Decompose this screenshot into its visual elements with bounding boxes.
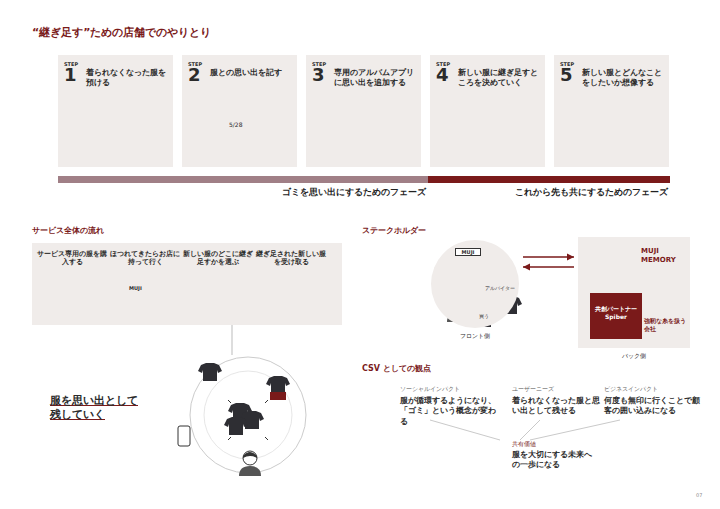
node-box: MUJI MEMORY強靭な糸を扱う会社バック側共創パートナー Spiber <box>578 237 690 348</box>
node-text: フロント側 <box>431 332 519 340</box>
node-box: STEP5新しい服とどんなことをしたいか想像する <box>554 55 669 167</box>
label: ソーシャルインパクト <box>400 386 460 393</box>
node-text: 共創パートナー Spiber <box>593 305 639 320</box>
node-text: 着られなくなった服を預ける <box>86 68 168 88</box>
node-box: サービス専用の服を購入する <box>36 250 108 274</box>
node-text: これから先も共にするためのフェーズ <box>515 187 668 198</box>
label: ユーザーニーズ <box>512 386 554 393</box>
label: 何度も無印に行くことで顧客の囲い込みになる <box>604 396 700 417</box>
label: 5/28 <box>229 121 242 129</box>
node-text: 服との思い出を記す <box>210 68 292 78</box>
node-text: 4 <box>436 66 449 84</box>
node-text: 新しい服とどんなことをしたいか想像する <box>582 68 664 88</box>
node-text: アルバイター <box>485 286 515 292</box>
node-box: 継ぎ足された新しい服を受け取る <box>255 250 327 274</box>
node-text: ほつれてきたらお店に持って行く <box>109 250 181 266</box>
node-text: 買う <box>479 314 489 320</box>
node-text: 3 <box>312 66 325 84</box>
label: 服を思い出として残していく <box>50 394 144 423</box>
node-text: 2 <box>188 66 201 84</box>
title: “継ぎ足す”ための店舗でのやりとり <box>32 26 211 40</box>
label: ビジネスインパクト <box>604 386 658 393</box>
label: MUJI <box>129 285 142 292</box>
node-text: ゴミを思い出にするためのフェーズ <box>282 187 426 198</box>
connector <box>523 254 574 261</box>
label: 服を大切にする未来への一歩になる <box>512 450 594 471</box>
node-text: MUJI MEMORY <box>641 247 687 265</box>
node-text: 5 <box>560 66 573 84</box>
node-box: 共創パートナー Spiber <box>590 293 642 339</box>
node-box: MUJIアルバイター買うフロント側 <box>431 240 519 328</box>
label: 共有価値 <box>512 441 536 448</box>
node-box: 新しい服のどこに継ぎ足すかを選ぶ <box>182 250 254 274</box>
node-box: STEP3専用のアルバムアプリに思い出を追加する <box>306 55 421 167</box>
label: 服が循環するようになり、「ゴミ」という概念が変わる <box>400 396 500 427</box>
node-box: これから先も共にするためのフェーズ <box>428 176 670 183</box>
node-text: 1 <box>64 66 77 84</box>
node-box: ほつれてきたらお店に持って行く <box>109 250 181 274</box>
node-text: 専用のアルバムアプリに思い出を追加する <box>334 68 416 88</box>
node-box: STEP1着られなくなった服を預ける <box>58 55 173 167</box>
node-text: サービス専用の服を購入する <box>36 250 108 266</box>
node-text: バック側 <box>578 352 690 360</box>
cycle-icons <box>178 363 290 476</box>
label: 07 <box>696 492 702 499</box>
node-box: サービス全体の流れサービス専用の服を購入するほつれてきたらお店に持って行く新しい… <box>32 243 342 325</box>
label: 着られなくなった服と思い出として残せる <box>512 396 602 417</box>
label: CSV としての観点 <box>362 364 431 374</box>
node-text: 強靭な糸を扱う会社 <box>644 317 686 332</box>
node-box: STEP4新しい服に継ぎ足すところを決めていく <box>430 55 545 167</box>
node-box: ゴミを思い出にするためのフェーズ <box>58 176 428 183</box>
node-text: MUJI <box>455 248 481 256</box>
connector <box>523 264 574 271</box>
node-text: 新しい服に継ぎ足すところを決めていく <box>458 68 540 88</box>
label: ステークホルダー <box>362 226 426 236</box>
node-text: サービス全体の流れ <box>32 226 104 236</box>
node-text: 新しい服のどこに継ぎ足すかを選ぶ <box>182 250 254 266</box>
node-box: STEP2服との思い出を記す <box>182 55 297 167</box>
node-text: 継ぎ足された新しい服を受け取る <box>255 250 327 266</box>
